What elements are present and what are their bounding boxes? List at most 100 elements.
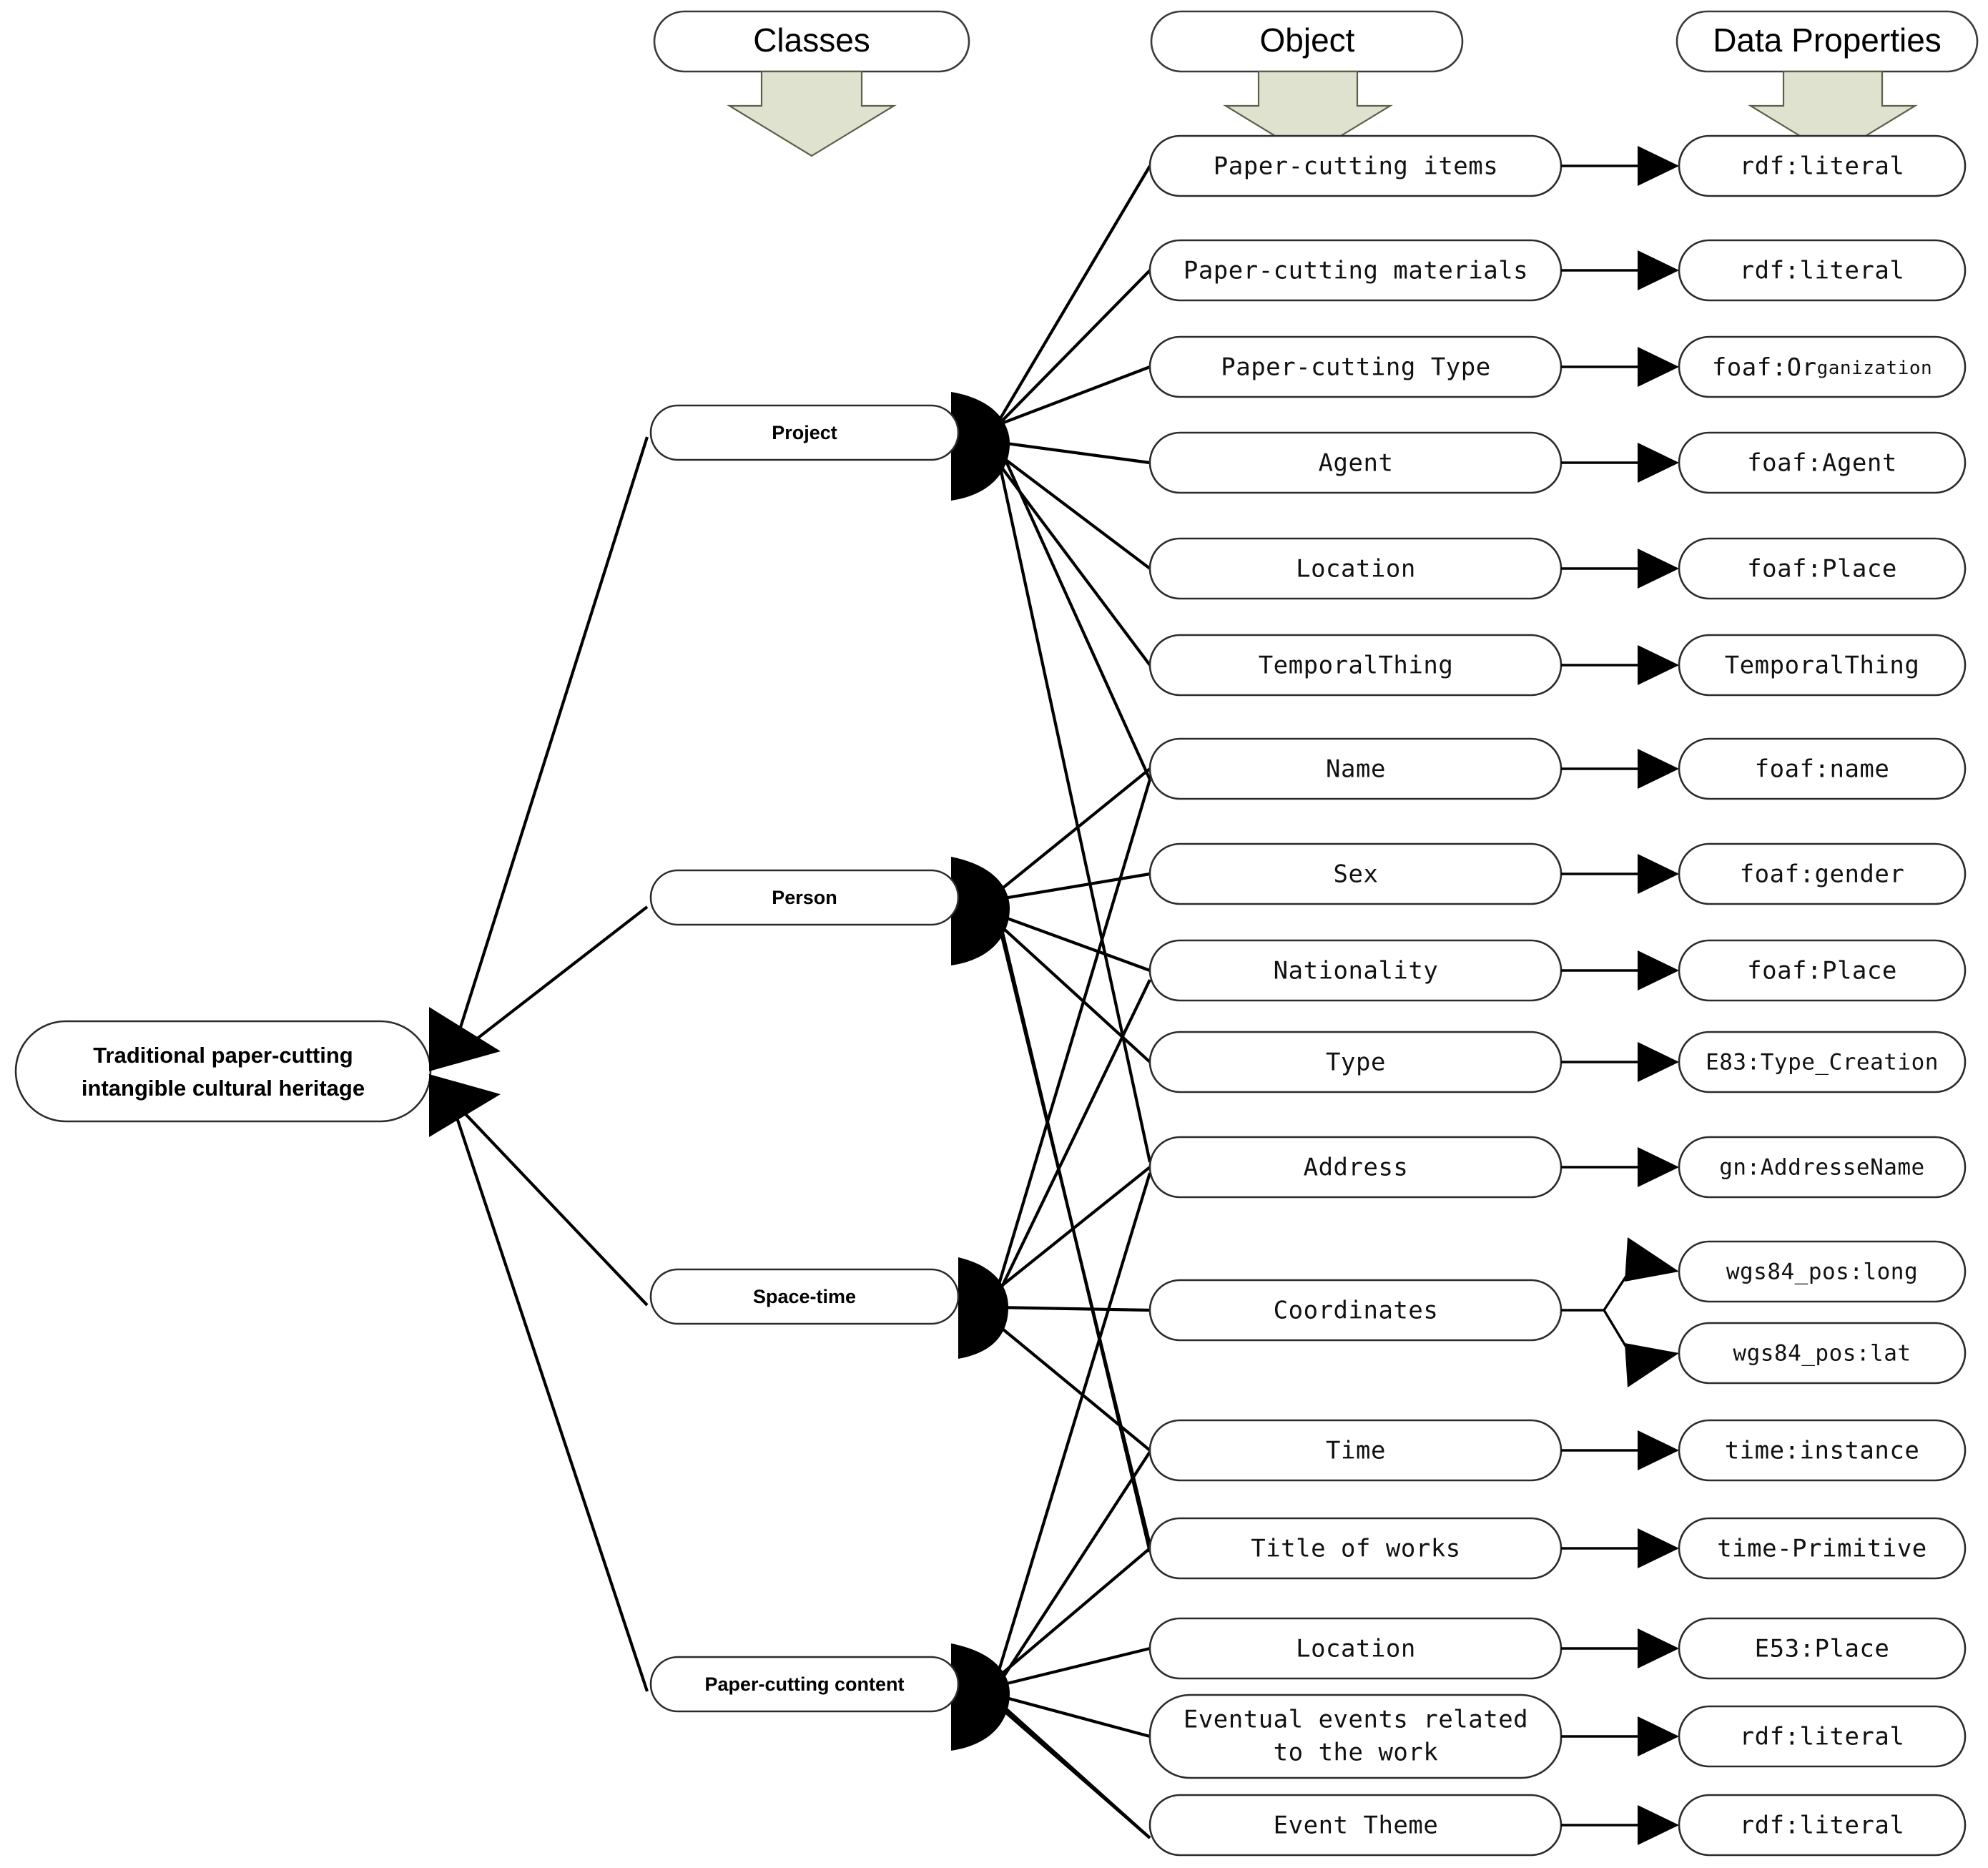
root-node[interactable]: Traditional paper-cutting intangible cul… bbox=[14, 1007, 501, 1137]
property-node-r15[interactable] bbox=[1678, 1617, 1967, 1680]
object-label-r6: TemporalThing bbox=[1259, 652, 1454, 680]
row-r1: Paper-cutting items rdf:literal bbox=[1148, 134, 1967, 197]
property-label-r12b: wgs84_pos:lat bbox=[1733, 1341, 1911, 1367]
class-spacetime-pill[interactable] bbox=[649, 1268, 960, 1325]
object-label-r16-line2: to the work bbox=[1274, 1739, 1439, 1767]
object-label-r2: Paper-cutting materials bbox=[1184, 257, 1528, 285]
property-node-r14[interactable] bbox=[1678, 1517, 1967, 1580]
row-r5: Location foaf:Place bbox=[1148, 537, 1967, 600]
arrowhead-r17-icon bbox=[1638, 1805, 1679, 1845]
row-r2: Paper-cutting materials rdf:literal bbox=[1148, 239, 1967, 302]
root-arrowhead-upper-icon bbox=[429, 1007, 501, 1071]
row-r17: Event Theme rdf:literal bbox=[1148, 1794, 1967, 1857]
property-node-r4[interactable] bbox=[1678, 431, 1967, 494]
class-project-label: Project bbox=[772, 422, 837, 443]
edges-crossing bbox=[993, 437, 1152, 1839]
property-label-r5: foaf:Place bbox=[1747, 555, 1897, 584]
header-classes: Classes bbox=[653, 10, 970, 157]
class-node-space-time[interactable]: Space-time bbox=[649, 1268, 960, 1325]
class-node-project[interactable]: Project bbox=[649, 404, 960, 461]
edges-root-to-classes bbox=[451, 436, 649, 1692]
class-spacetime-label: Space-time bbox=[753, 1286, 856, 1307]
property-label-r1: rdf:literal bbox=[1740, 152, 1905, 181]
row-r13: Time time:instance bbox=[1148, 1419, 1967, 1482]
row-r3: Paper-cutting Type foaf:Organization bbox=[1148, 335, 1967, 398]
arrowhead-r9-icon bbox=[1638, 950, 1679, 990]
object-label-r5: Location bbox=[1296, 555, 1416, 584]
property-label-r2: rdf:literal bbox=[1740, 257, 1905, 285]
property-node-r17[interactable] bbox=[1678, 1794, 1967, 1857]
property-node-r12a[interactable] bbox=[1678, 1240, 1967, 1303]
object-label-r16-line1: Eventual events related bbox=[1184, 1706, 1528, 1734]
class-node-paper-cutting-content[interactable]: Paper-cutting content bbox=[649, 1656, 960, 1713]
header-object: Object bbox=[1150, 10, 1464, 157]
row-r12: Coordinates wgs84_pos:long wgs84_pos:lat bbox=[1148, 1237, 1967, 1387]
header-object-label: Object bbox=[1260, 21, 1355, 59]
arrowhead-r13-icon bbox=[1638, 1430, 1679, 1470]
object-label-r17: Event Theme bbox=[1274, 1812, 1439, 1840]
property-node-r5[interactable] bbox=[1678, 537, 1967, 600]
arrowhead-r5-icon bbox=[1638, 549, 1679, 589]
row-r8: Sex foaf:gender bbox=[1148, 842, 1967, 905]
property-node-r16[interactable] bbox=[1678, 1705, 1967, 1768]
person-hub-arrowheads bbox=[951, 857, 1010, 965]
arrowhead-r1-icon bbox=[1638, 146, 1679, 186]
class-person-pill[interactable] bbox=[649, 869, 960, 926]
property-node-r2[interactable] bbox=[1678, 239, 1967, 302]
property-label-r7: foaf:name bbox=[1755, 755, 1890, 784]
root-arrowhead-lower-icon bbox=[429, 1074, 501, 1137]
property-label-r11: gn:AddresseName bbox=[1719, 1155, 1924, 1181]
arrowhead-r2-icon bbox=[1638, 250, 1679, 290]
property-label-r4: foaf:Agent bbox=[1747, 449, 1897, 478]
arrowhead-r12a-icon bbox=[1625, 1237, 1679, 1282]
property-label-r6: TemporalThing bbox=[1725, 652, 1920, 680]
object-label-r14: Title of works bbox=[1251, 1535, 1461, 1563]
header-classes-label: Classes bbox=[753, 21, 870, 59]
property-label-r13: time:instance bbox=[1725, 1437, 1920, 1465]
object-label-r4: Agent bbox=[1319, 449, 1394, 478]
root-node-pill[interactable] bbox=[14, 1020, 432, 1123]
property-label-r12a: wgs84_pos:long bbox=[1726, 1259, 1918, 1285]
object-label-r11: Address bbox=[1304, 1154, 1409, 1182]
arrowhead-r14-icon bbox=[1638, 1528, 1679, 1568]
edges-spacetime bbox=[994, 1166, 1151, 1452]
property-node-r9[interactable] bbox=[1678, 939, 1967, 1002]
property-node-r12b[interactable] bbox=[1678, 1322, 1967, 1385]
object-label-r15: Location bbox=[1296, 1635, 1416, 1663]
header-data-properties: Data Properties bbox=[1675, 10, 1979, 157]
property-label-r14: time-Primitive bbox=[1717, 1535, 1927, 1563]
arrowhead-r8-icon bbox=[1638, 854, 1679, 894]
property-node-r13[interactable] bbox=[1678, 1419, 1967, 1482]
property-node-r3[interactable] bbox=[1678, 335, 1967, 398]
class-node-person[interactable]: Person bbox=[649, 869, 960, 926]
arrowhead-r10-icon bbox=[1638, 1042, 1679, 1082]
class-content-pill[interactable] bbox=[649, 1656, 960, 1713]
property-node-r7[interactable] bbox=[1678, 737, 1967, 800]
arrowhead-r16-icon bbox=[1638, 1716, 1679, 1756]
spacetime-hub-arrowheads bbox=[958, 1257, 1008, 1359]
edges-person bbox=[994, 767, 1151, 1063]
arrowhead-r3-icon bbox=[1638, 347, 1679, 387]
object-down-arrow-icon bbox=[1223, 70, 1393, 157]
object-label-r3: Paper-cutting Type bbox=[1221, 353, 1490, 382]
property-node-r1[interactable] bbox=[1678, 134, 1967, 197]
arrowhead-r4-icon bbox=[1638, 443, 1679, 483]
property-node-r11[interactable] bbox=[1678, 1136, 1967, 1199]
object-label-r8: Sex bbox=[1334, 860, 1379, 889]
property-label-r17: rdf:literal bbox=[1740, 1812, 1905, 1840]
classes-down-arrow-icon bbox=[727, 70, 897, 157]
object-label-r7: Name bbox=[1326, 755, 1386, 784]
object-label-r1: Paper-cutting items bbox=[1214, 152, 1498, 181]
class-project-pill[interactable] bbox=[649, 404, 960, 461]
property-label-r15: E53:Place bbox=[1755, 1635, 1890, 1663]
property-node-r10[interactable] bbox=[1678, 1031, 1967, 1093]
property-node-r8[interactable] bbox=[1678, 842, 1967, 905]
object-label-r9: Nationality bbox=[1274, 957, 1439, 985]
property-node-r6[interactable] bbox=[1678, 634, 1967, 697]
edges-project bbox=[993, 164, 1151, 667]
row-r15: Location E53:Place bbox=[1148, 1617, 1967, 1680]
arrowhead-r12b-icon bbox=[1625, 1343, 1679, 1387]
row-r10: Type E83:Type_Creation bbox=[1148, 1031, 1967, 1093]
arrowhead-r11-icon bbox=[1638, 1147, 1679, 1187]
